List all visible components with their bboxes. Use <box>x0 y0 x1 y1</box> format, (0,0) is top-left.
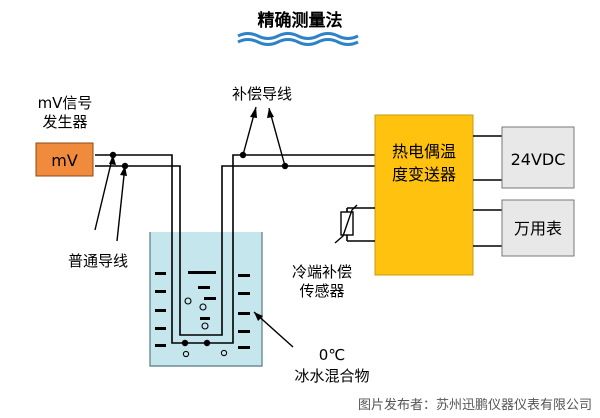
mv-generator-label-2: 发生器 <box>42 113 87 131</box>
caption: 图片发布者：苏州迅鹏仪器仪表有限公司 <box>358 397 592 413</box>
bubbles <box>182 297 228 358</box>
ordinary-wire-arrows <box>94 154 126 242</box>
wire-outer-loop <box>95 154 375 344</box>
transmitter-label-2: 度变送器 <box>392 165 456 184</box>
mv-box-label: mV <box>51 151 78 170</box>
mv-generator-box <box>35 142 94 177</box>
beaker <box>149 232 263 367</box>
arrowheads-compensation <box>250 107 274 118</box>
transmitter-box <box>374 114 474 276</box>
page-title: 精确测量法 <box>258 10 343 31</box>
ordinary-wire-label: 普通导线 <box>68 252 128 270</box>
wire-inner-loop <box>95 165 375 336</box>
mv-generator-label-1: mV信号 <box>38 94 93 112</box>
multimeter-label: 万用表 <box>514 219 562 238</box>
ice-water-arrowhead <box>254 312 263 321</box>
power-wires <box>473 135 502 181</box>
thermistor-slash-icon <box>334 204 358 244</box>
compensation-wire-label: 补偿导线 <box>232 85 292 103</box>
multimeter-wires <box>473 209 502 247</box>
compensation-wire-arrows <box>242 106 286 167</box>
title-underline-top <box>237 32 359 40</box>
sensor-wires <box>346 207 375 242</box>
sensor-label-2: 传感器 <box>299 282 344 300</box>
power-supply-box <box>501 126 575 189</box>
title-underline-bottom <box>237 38 359 46</box>
power-supply-label: 24VDC <box>511 150 566 169</box>
transmitter-label-1: 热电偶温 <box>392 142 456 161</box>
ice-water-label-1: 0℃ <box>319 346 345 364</box>
sensor-label-1: 冷端补偿 <box>292 263 352 281</box>
ice-water-label-2: 冰水混合物 <box>294 367 369 385</box>
multimeter-box <box>501 199 575 257</box>
ice-cubes <box>155 271 250 349</box>
arrowheads-ordinary <box>109 155 127 176</box>
